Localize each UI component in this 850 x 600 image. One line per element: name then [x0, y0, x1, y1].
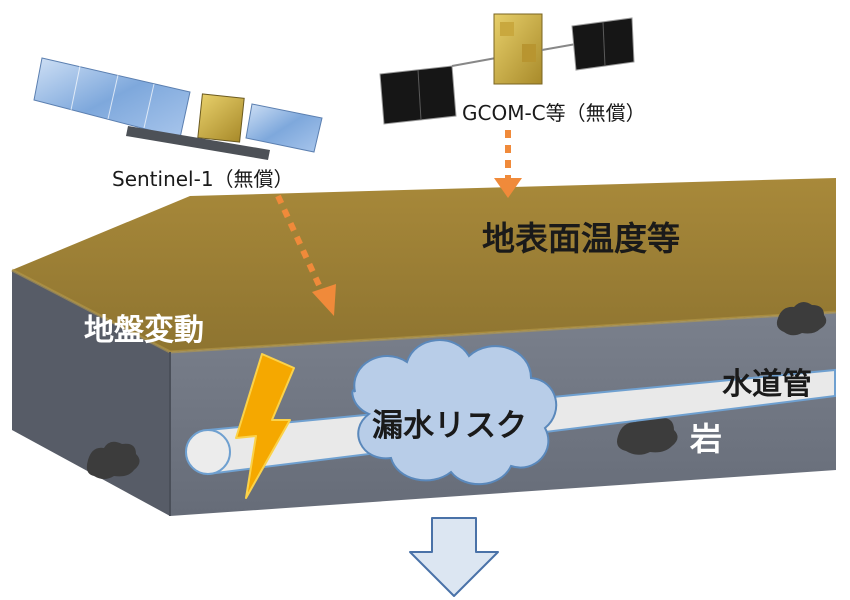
- cloud-icon: [351, 339, 558, 486]
- ground-deformation-label: 地盤変動: [84, 313, 204, 348]
- sentinel-signal-arrow: [275, 194, 336, 316]
- leak-risk-label: 漏水リスク: [372, 408, 527, 444]
- gcom-signal-arrow: [494, 130, 522, 198]
- down-arrow-icon: [409, 517, 499, 597]
- gcom-label: GCOM-C等（無償）: [462, 101, 646, 125]
- sentinel-label: Sentinel-1（無償）: [112, 167, 294, 191]
- rock-label: 岩: [690, 420, 722, 458]
- rock-icon: [86, 441, 140, 479]
- satellite-icon: [379, 13, 635, 125]
- rock-icon: [776, 301, 827, 336]
- lightning-bolt-icon: [235, 353, 295, 499]
- rock-icon: [617, 415, 678, 455]
- surface-temperature-label: 地表面温度等: [482, 219, 680, 258]
- pipe-opening: [185, 429, 231, 475]
- ground-surface: [12, 178, 836, 352]
- satellite-icon: [33, 57, 323, 160]
- water-pipe-label: 水道管: [722, 367, 812, 402]
